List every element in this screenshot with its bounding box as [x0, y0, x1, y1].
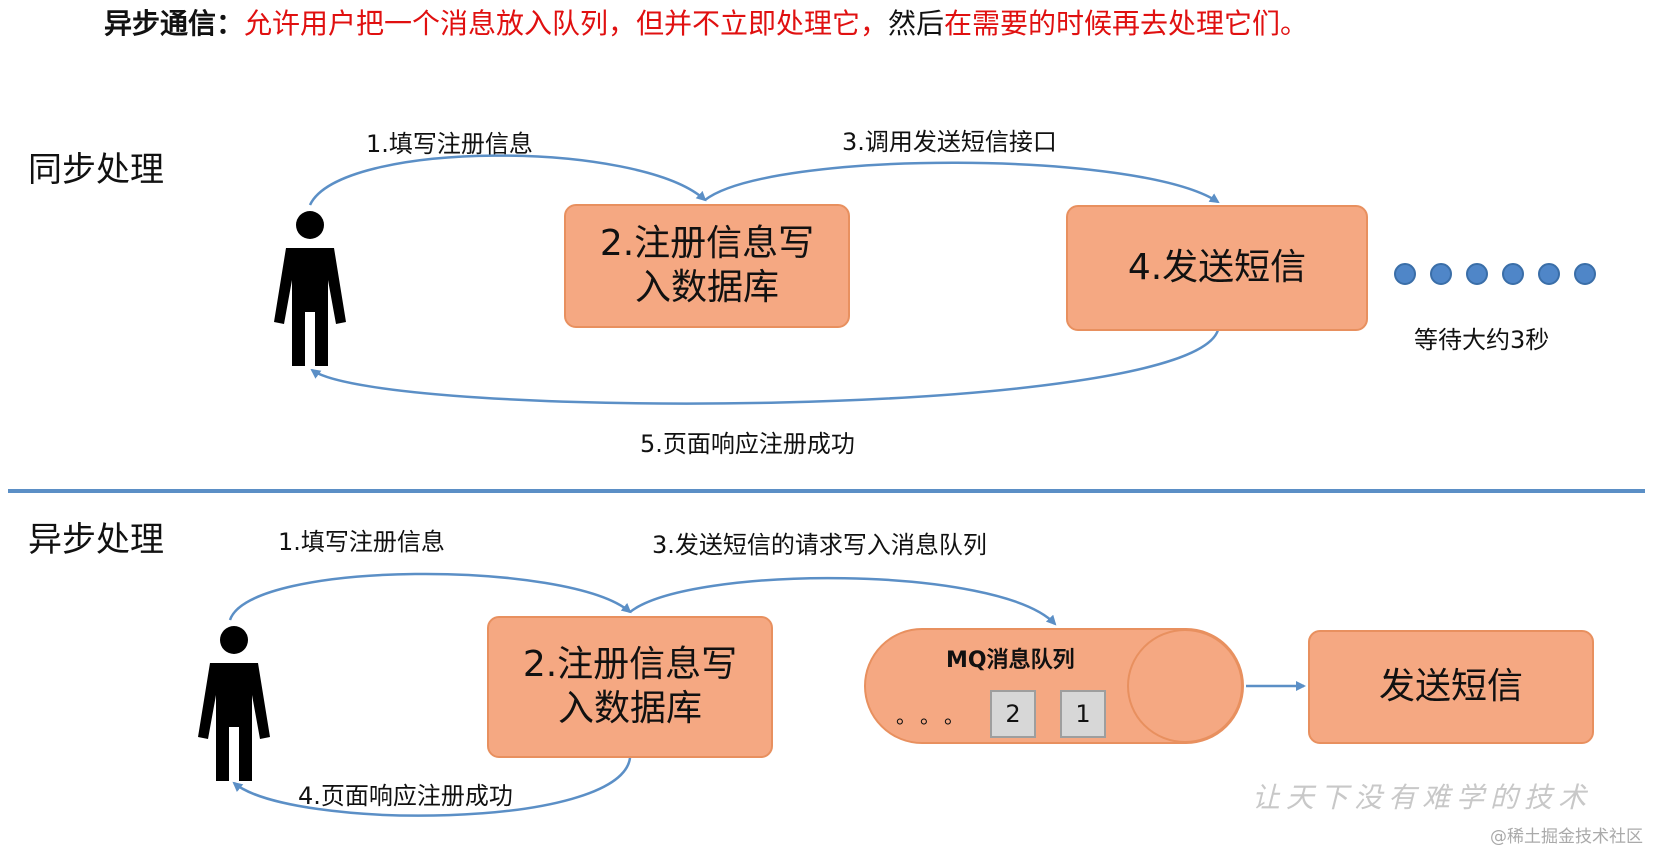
sync-wait-label: 等待大约3秒: [1414, 326, 1550, 354]
site-credit: @稀土掘金技术社区: [1490, 827, 1643, 847]
section-divider: [8, 489, 1645, 493]
heading-part3: 在需要的时候再去处理它们。: [944, 7, 1309, 40]
sync-step5-label: 5.页面响应注册成功: [640, 430, 855, 458]
wait-dot: [1430, 263, 1452, 285]
sync-title: 同步处理: [28, 150, 164, 190]
sync-arrow-3: [704, 161, 1220, 204]
mq-queue-shape: [864, 628, 1244, 744]
wait-dot: [1502, 263, 1524, 285]
heading: 异步通信：允许用户把一个消息放入队列，但并不立即处理它，然后在需要的时候再去处理…: [104, 2, 1308, 42]
wait-dot: [1394, 263, 1416, 285]
async-arrow-1: [228, 572, 632, 621]
sync-send-sms-box: 4.发送短信: [1066, 205, 1368, 331]
wait-dot: [1538, 263, 1560, 285]
sync-arrow-5: [310, 329, 1220, 405]
heading-part1: 允许用户把一个消息放入队列，但并不立即处理它，: [244, 7, 889, 40]
async-title: 异步处理: [28, 520, 164, 560]
user-icon: [274, 211, 346, 366]
async-step1-label: 1.填写注册信息: [278, 528, 445, 556]
mq-queue-title: MQ消息队列: [946, 648, 1075, 673]
async-send-sms-box: 发送短信: [1308, 630, 1594, 744]
wait-dot: [1466, 263, 1488, 285]
async-send-sms-label: 发送短信: [1378, 666, 1523, 707]
async-db-write-box: 2.注册信息写入数据库: [487, 616, 773, 758]
sync-step1-label: 1.填写注册信息: [366, 130, 533, 158]
mq-queue-ellipsis: 。。。: [896, 704, 978, 728]
async-db-write-label: 2.注册信息写入数据库: [522, 644, 738, 729]
sync-db-write-label: 2.注册信息写入数据库: [599, 223, 815, 308]
user-icon: [198, 626, 270, 781]
async-step3-label: 3.发送短信的请求写入消息队列: [652, 531, 987, 559]
sync-step3-label: 3.调用发送短信接口: [842, 128, 1057, 156]
watermark-text: 让天下没有难学的技术: [1252, 781, 1593, 814]
async-arrow-4: [232, 757, 632, 817]
mq-queue-item: 1: [1060, 690, 1106, 738]
heading-lead: 异步通信：: [104, 7, 245, 40]
sync-arrow-1: [308, 154, 707, 206]
mq-queue-item: 2: [990, 690, 1036, 738]
heading-part2: 然后: [888, 7, 945, 40]
async-arrow-3: [629, 576, 1057, 626]
sync-db-write-box: 2.注册信息写入数据库: [564, 204, 850, 328]
async-step4-label: 4.页面响应注册成功: [298, 782, 513, 810]
sync-send-sms-label: 4.发送短信: [1127, 247, 1307, 288]
wait-dot: [1574, 263, 1596, 285]
